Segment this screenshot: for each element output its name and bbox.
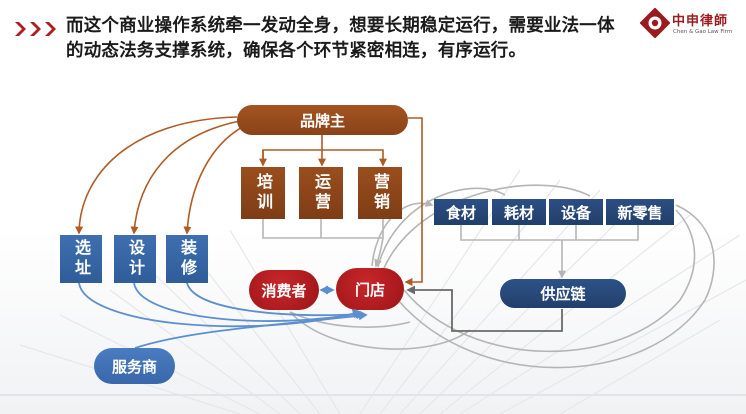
headline-text: 而这个商业操作系统牵一发动全身，想要长期稳定运行，需要业法一体的动态法务支撑系统…: [66, 16, 615, 61]
firm-logo: 中申律師 Chen & Gao Law Firm: [640, 8, 744, 42]
node-store: 门店: [336, 268, 404, 310]
node-food: 食材: [434, 199, 488, 225]
node-decoration: 装修: [166, 235, 208, 283]
node-operation-label: 运营: [312, 173, 331, 213]
firm-name-en: Chen & Gao Law Firm: [673, 29, 733, 35]
node-consumer: 消费者: [249, 270, 319, 310]
node-site-selection: 选址: [60, 235, 102, 283]
node-training: 培训: [241, 167, 285, 219]
node-brand-owner: 品牌主: [237, 105, 408, 135]
firm-emblem-icon: [640, 8, 670, 38]
node-supply-chain: 供应链: [500, 279, 626, 308]
node-decoration-label: 装修: [178, 239, 197, 279]
node-marketing-label: 营销: [371, 173, 390, 213]
firm-name-cn: 中申律師: [672, 14, 729, 29]
node-equipment: 设备: [549, 199, 603, 225]
node-operation: 运营: [299, 167, 343, 219]
node-new-retail: 新零售: [606, 199, 674, 225]
node-service-provider: 服务商: [94, 348, 175, 384]
node-marketing: 营销: [358, 167, 402, 219]
node-consumables: 耗材: [492, 199, 546, 225]
chevron-arrows-icon: [15, 22, 56, 36]
node-design-label: 设计: [126, 239, 145, 279]
node-training-label: 培训: [254, 173, 273, 213]
node-site-selection-label: 选址: [72, 239, 91, 279]
node-design: 设计: [114, 235, 156, 283]
